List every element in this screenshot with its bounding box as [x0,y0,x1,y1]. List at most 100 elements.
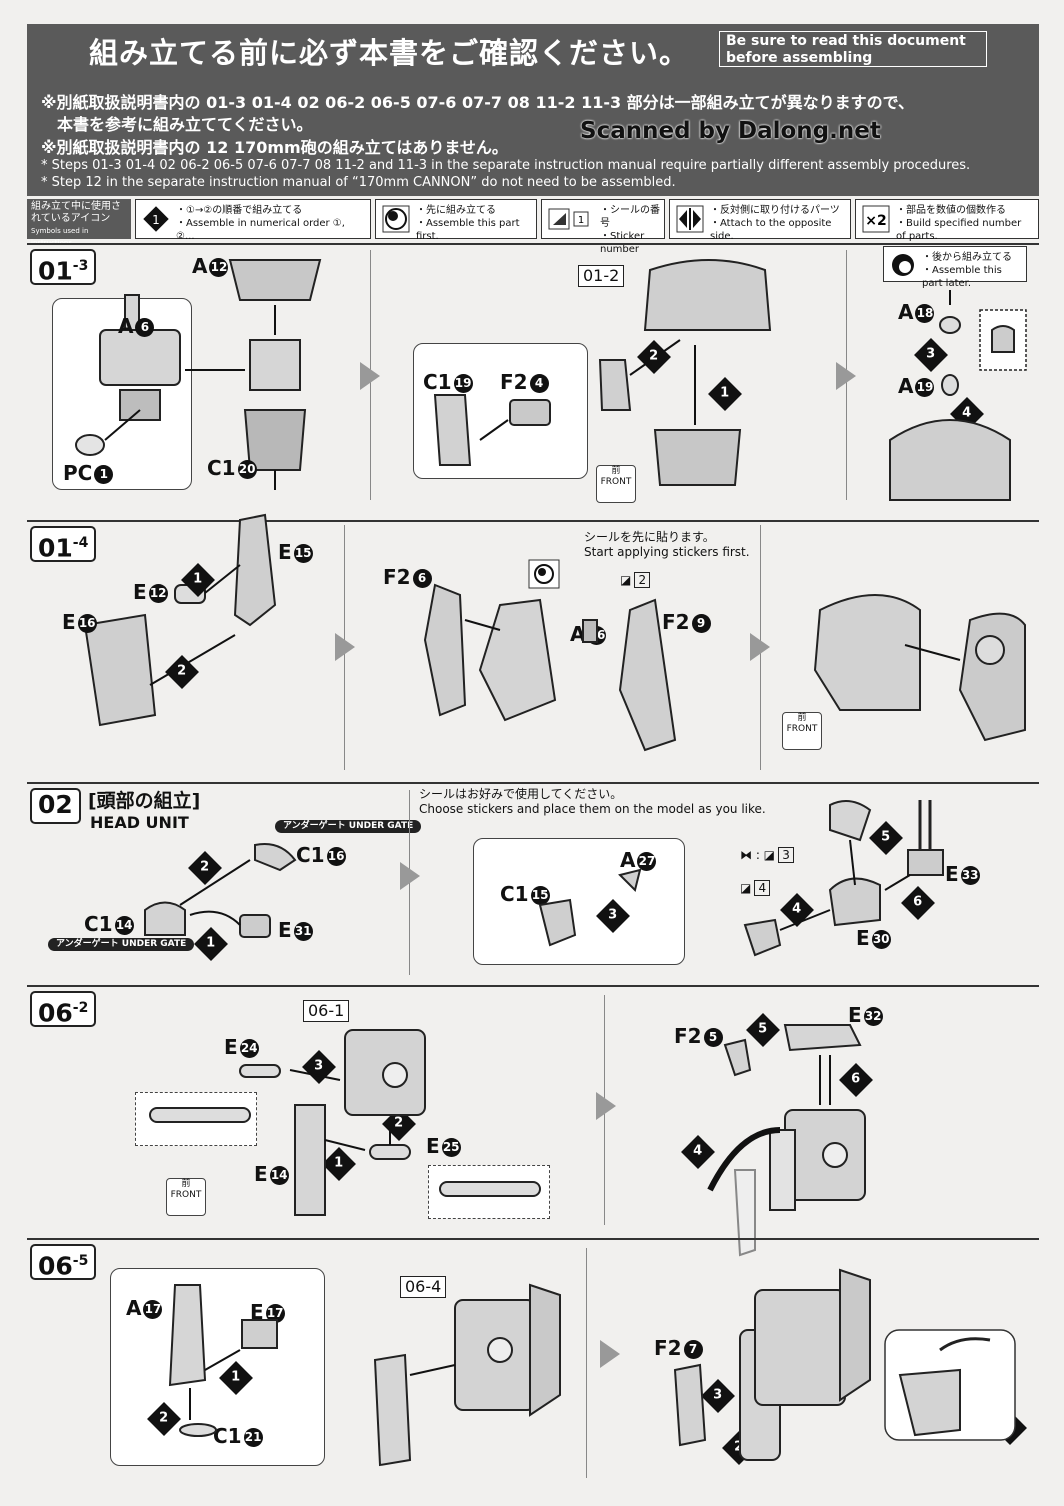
header-en-line1: * Steps 01-3 01-4 02 06-2 06-5 07-6 07-7… [41,158,971,173]
note-en: Choose stickers and place them on the mo… [419,802,766,816]
note-stickers-optional: シールはお好みで使用してください。 Choose stickers and pl… [419,787,766,817]
header-en-line2: * Step 12 in the separate instruction ma… [41,175,676,190]
symbol-order: 1 ・①→②の順番で組み立てる ・Assemble in numerical o… [135,199,371,242]
ref-box-06-1: 06-1 [303,1000,350,1022]
under-gate-badge: アンダーゲート UNDER GATE [275,820,422,833]
symbol-first-jp: ・先に組み立てる [416,205,496,216]
symbol-legend-heading: 組み立て中に使用されているアイコン Symbols used in instru… [27,199,131,247]
symbol-sticker-en: ・Sticker number [600,231,645,255]
sticker-number: 4 [754,880,771,896]
part-drawing-01-4b [423,559,677,752]
sticker-number: 2 [634,572,651,588]
header-title: 組み立てる前に必ず本書をご確認ください。 [89,36,690,70]
part-drawing-01-3c [889,290,1027,501]
symbol-later-jp: ・後から組み立てる [922,252,1012,263]
assemble-later-icon [892,254,914,276]
step-01-3: 01-3 [27,243,1039,508]
header-jp-line3: ※別紙取扱説明書内の 12 170mm砲の組み立てはありません。 [41,138,508,157]
part-drawing-06-2a [149,1029,541,1216]
symbol-opposite-jp: ・反対側に取り付けるパーツ [710,205,840,216]
part-drawing-01-3a [75,259,322,490]
part-drawing-02a [144,843,297,938]
header-title-en: Be sure to read this document before ass… [719,31,987,67]
step-06-5: 06-5 [27,1238,1039,1482]
sticker-number-icon: 1 [548,208,589,230]
numbered-order-icon: 1 [143,206,169,232]
header-jp-line1: ※別紙取扱説明書内の 01-3 01-4 02 06-2 06-5 07-6 0… [41,93,915,112]
opposite-side-icon [676,205,704,233]
flow-arrow [360,362,380,390]
svg-text:×2: ×2 [865,213,886,229]
ref-box-06-4: 06-4 [400,1276,447,1298]
flow-arrow [335,633,355,661]
ref-box-01-2: 01-2 [578,265,625,287]
step-number: 01-4 [30,526,97,562]
symbol-order-en: ・Assemble in numerical order ①, ②... [176,218,345,242]
flow-arrow [600,1340,620,1368]
symbol-multiply-en: ・Build specified number of parts. [896,218,1022,242]
note-jp: シールを先に貼ります。 [584,530,715,544]
symbol-sticker-jp: ・シールの番号 [600,205,660,229]
symbol-order-jp: ・①→②の順番で組み立てる [176,205,303,216]
part-drawing-06-5a [168,1284,278,1437]
note-stickers-first: シールを先に貼ります。 Start applying stickers firs… [584,530,750,560]
flow-arrow [836,362,856,390]
symbol-opposite: ・反対側に取り付けるパーツ ・Attach to the opposite si… [669,199,851,242]
step-06-2: 06-2 [27,985,1039,1232]
part-drawing-02b [538,800,944,957]
part-drawing-06-5b [373,1283,561,1467]
symbol-multiply-jp: ・部品を数値の個数作る [896,205,1006,216]
symbol-legend: 組み立て中に使用されているアイコン Symbols used in instru… [27,199,1039,255]
front-indicator: 前 FRONT [166,1178,206,1216]
symbol-multiply: ×2 ・部品を数値の個数作る ・Build specified number o… [855,199,1039,242]
sticker-ref: ◪4 [740,880,771,896]
sticker-ref: ◪2 [620,572,651,588]
header-banner: 組み立てる前に必ず本書をご確認ください。 Be sure to read thi… [27,24,1039,196]
watermark: Scanned by Dalong.net [580,118,881,144]
note-en: Start applying stickers first. [584,545,750,559]
step-number: 01-3 [30,249,97,285]
symbol-later-en: ・Assemble this part later. [922,265,1002,289]
svg-text:1: 1 [578,215,584,226]
part-drawing-06-2b [707,1024,866,1257]
step-02: 02 [27,782,1039,979]
symbol-first-en: ・Assemble this part first. [416,218,520,242]
svg-text:1: 1 [152,213,160,227]
symbol-later: ・後から組み立てる ・Assemble this part later. [883,246,1027,289]
flow-arrow [750,633,770,661]
flow-arrow [400,862,420,890]
note-jp: シールはお好みで使用してください。 [419,787,623,801]
part-drawing-01-3b [433,259,772,486]
symbol-opposite-en: ・Attach to the opposite side. [710,218,832,242]
symbol-heading-jp: 組み立て中に使用されているアイコン [31,201,121,224]
part-drawing-01-4c [813,594,1026,742]
step-number: 02 [30,788,81,824]
step-01-4: 01-4 [27,520,1039,776]
symbol-first: ・先に組み立てる ・Assemble this part first. [375,199,537,242]
part-drawing-06-5c [673,1268,1016,1461]
